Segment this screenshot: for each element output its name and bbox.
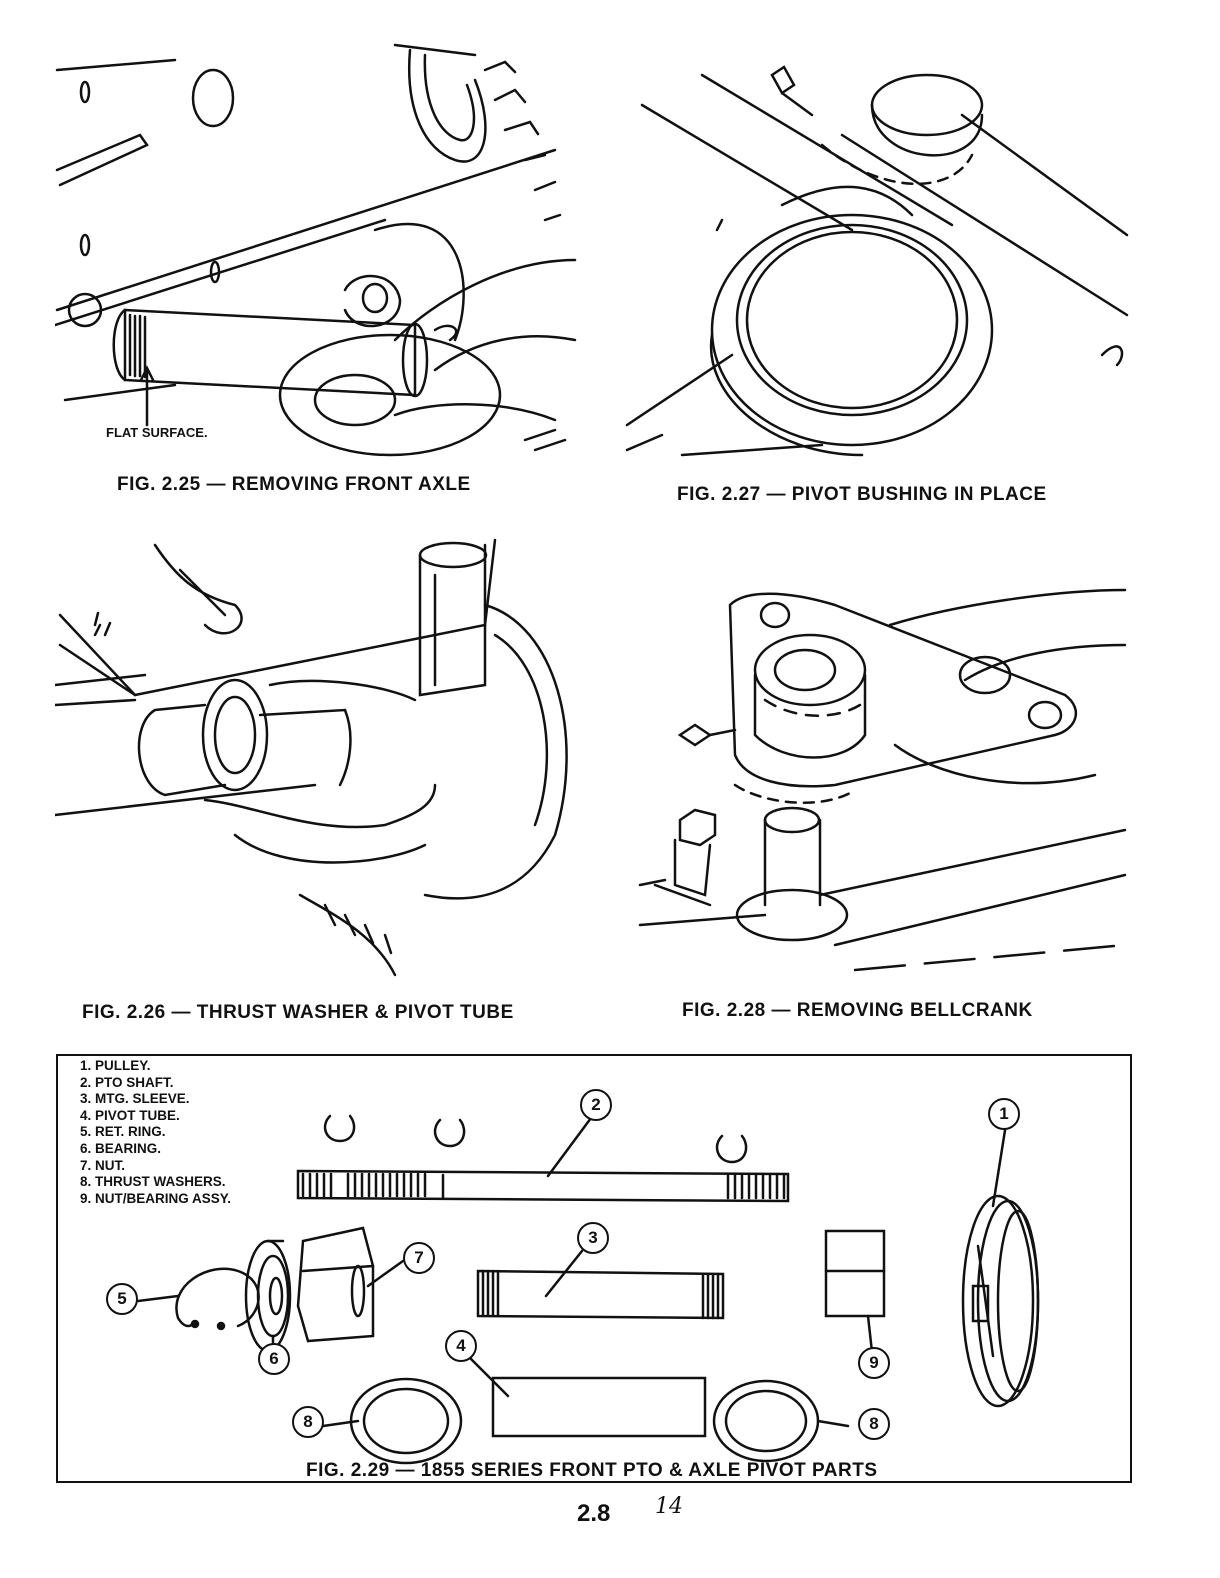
legend-item: 6. BEARING. [80, 1140, 162, 1156]
figure-2-26-caption: FIG. 2.26 — THRUST WASHER & PIVOT TUBE [82, 1002, 514, 1023]
callout-2: 2 [580, 1089, 612, 1121]
callout-7: 7 [403, 1242, 435, 1274]
legend-item: 9. NUT/BEARING ASSY. [80, 1190, 232, 1206]
callout-8-right: 8 [858, 1408, 890, 1440]
callout-5: 5 [106, 1283, 138, 1315]
legend-item: 5. RET. RING. [80, 1124, 166, 1140]
callout-8-left: 8 [292, 1406, 324, 1438]
parts-legend: 1. PULLEY. 2. PTO SHAFT. 3. MTG. SLEEVE.… [80, 1058, 231, 1207]
callout-1: 1 [988, 1098, 1020, 1130]
parts-diagram-frame [56, 1054, 1132, 1483]
callout-9: 9 [858, 1347, 890, 1379]
legend-item: 7. NUT. [80, 1157, 126, 1173]
parts-illustration [58, 1056, 1130, 1481]
figure-2-25-caption: FIG. 2.25 — REMOVING FRONT AXLE [117, 474, 471, 495]
page-number: 2.8 [577, 1500, 611, 1527]
figure-2-27-illustration [622, 55, 1132, 460]
figure-2-25-illustration [55, 40, 580, 460]
figure-2-28-caption: FIG. 2.28 — REMOVING BELLCRANK [682, 1000, 1033, 1021]
handwritten-page-number: 14 [655, 1494, 683, 1519]
legend-item: 1. PULLEY. [80, 1058, 151, 1073]
callout-6: 6 [258, 1343, 290, 1375]
figure-2-29-caption: FIG. 2.29 — 1855 SERIES FRONT PTO & AXLE… [306, 1460, 878, 1481]
callout-4: 4 [445, 1330, 477, 1362]
legend-item: 4. PIVOT TUBE. [80, 1107, 180, 1123]
figure-2-27-caption: FIG. 2.27 — PIVOT BUSHING IN PLACE [677, 484, 1047, 505]
legend-item: 8. THRUST WASHERS. [80, 1174, 226, 1190]
legend-item: 3. MTG. SLEEVE. [80, 1091, 190, 1107]
flat-surface-label: FLAT SURFACE. [106, 425, 208, 440]
figure-2-28-illustration [635, 585, 1130, 980]
figure-2-26-illustration [55, 535, 590, 980]
legend-item: 2. PTO SHAFT. [80, 1074, 174, 1090]
callout-3: 3 [577, 1222, 609, 1254]
